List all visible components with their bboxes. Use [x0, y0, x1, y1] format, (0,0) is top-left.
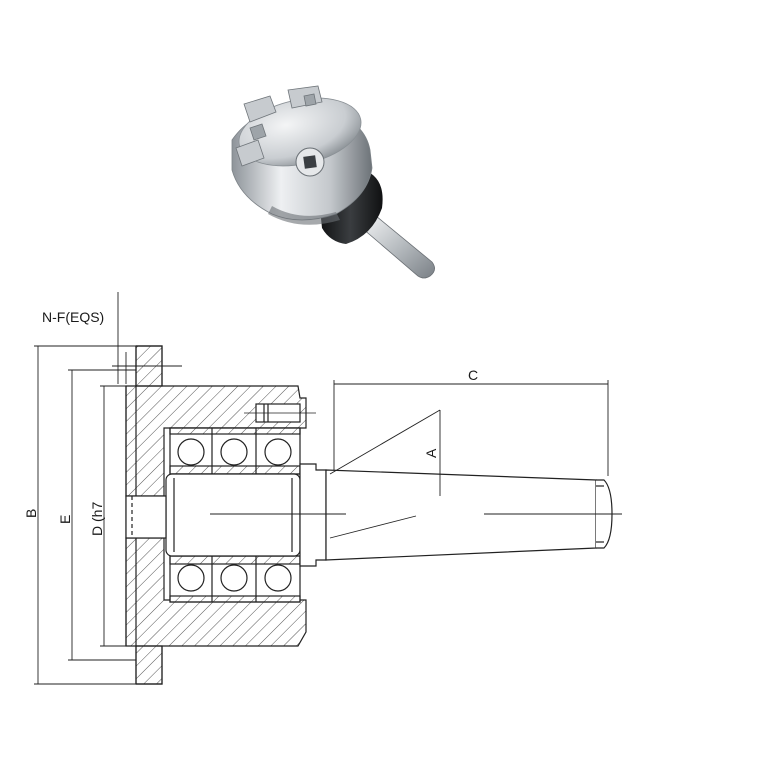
label-d-h7: D (h7	[89, 502, 105, 536]
bearing-balls-upper	[177, 438, 292, 466]
label-n-f-eqs: N-F(EQS)	[42, 309, 104, 325]
dimension-d	[100, 385, 126, 647]
taper-angle-lines	[329, 409, 441, 539]
taper-shank	[325, 469, 597, 561]
dimension-c	[333, 380, 609, 476]
label-b: B	[23, 509, 39, 518]
chuck-taper-shank	[361, 215, 435, 279]
chuck-product-image	[231, 85, 435, 279]
flange-lower-section	[135, 645, 163, 685]
dimension-nf-leader	[112, 292, 182, 384]
inner-spindle	[165, 473, 301, 557]
chuck-key-socket	[295, 147, 325, 177]
chuck-jaws	[235, 85, 323, 167]
label-c: C	[468, 367, 478, 383]
dimension-e	[68, 369, 136, 661]
fixing-screw	[244, 403, 316, 423]
label-a: A	[423, 448, 439, 458]
sectional-drawing	[34, 292, 622, 685]
bearing-balls-lower	[177, 564, 292, 592]
label-e: E	[57, 515, 73, 524]
shank-shoulder	[299, 463, 327, 567]
dimension-b	[34, 345, 136, 685]
